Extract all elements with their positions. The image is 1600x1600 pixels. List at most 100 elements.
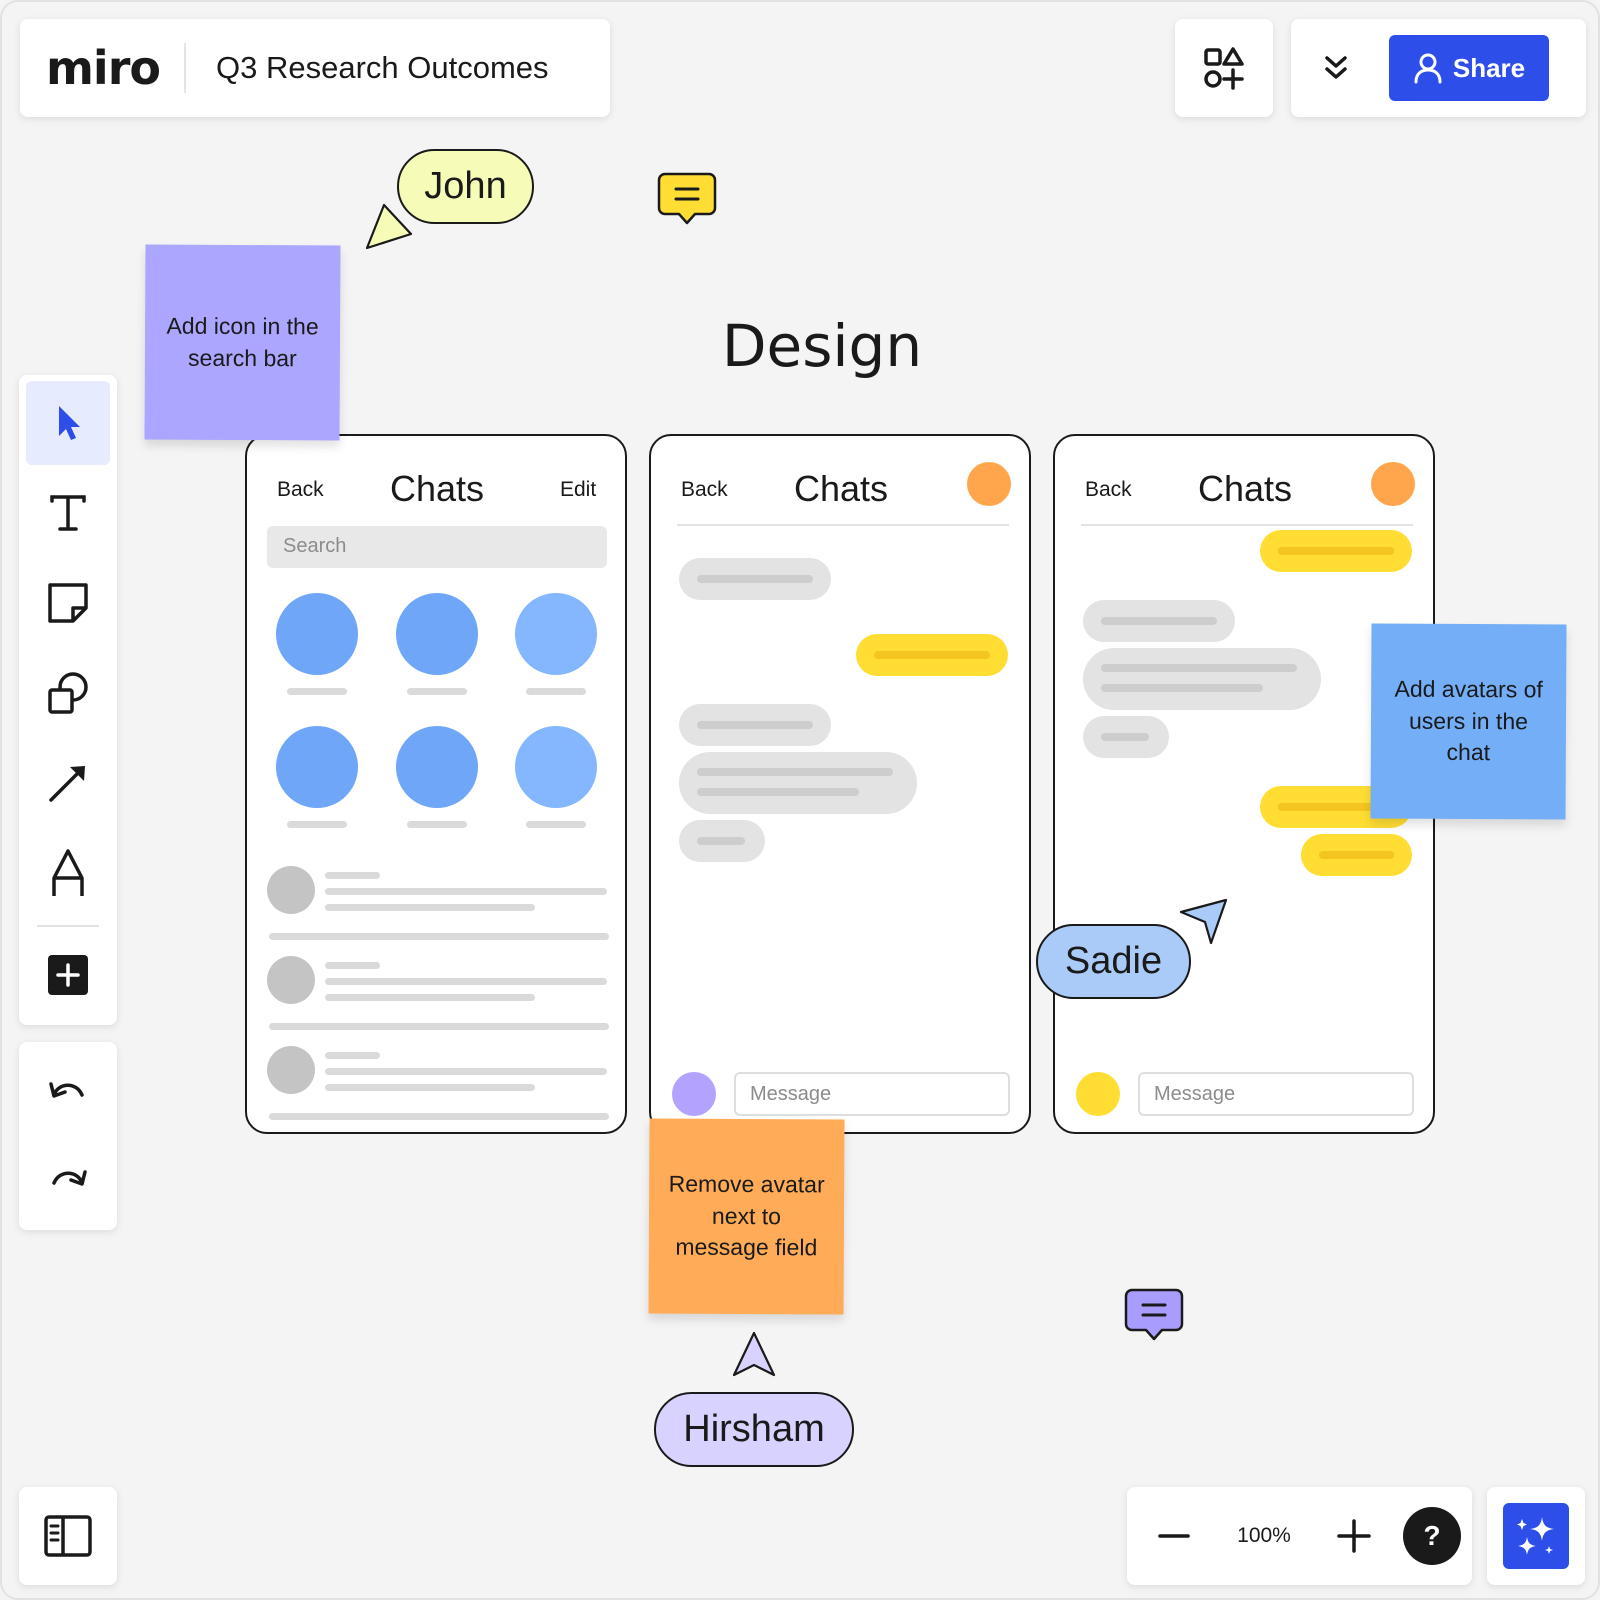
outgoing-message-bubble [1260,530,1412,572]
chat-avatar [267,1046,315,1094]
frame-heading[interactable]: Design [721,312,923,380]
chat-avatar [267,866,315,914]
user-icon [1414,53,1442,84]
contact-name-line [407,821,467,828]
undo-icon [49,1082,84,1098]
sticky-note-text: Add avatars of users in the chat [1394,675,1543,766]
pen-icon [52,849,84,896]
board-header: miro Q3 Research Outcomes [20,19,610,117]
phone-wireframe-conversation[interactable]: Back Chats Message [649,434,1031,1134]
redo-button[interactable] [26,1138,110,1222]
contact-name-line [287,821,347,828]
collaborator-cursor-icon [1179,898,1228,945]
contact-avatar [1371,462,1415,506]
chat-avatar [267,956,315,1004]
connection-line-tool[interactable] [26,741,110,825]
sticky-note[interactable]: Remove avatar next to message field [648,1118,845,1315]
user-avatar [672,1072,716,1116]
minus-icon [1158,1534,1190,1538]
message-field: Message [734,1072,1010,1116]
incoming-message-bubble [679,752,917,814]
header-divider [1081,524,1413,526]
shapes-apps-icon [1204,47,1244,90]
sticky-note-tool[interactable] [26,561,110,645]
contact-avatar [396,726,478,808]
collapse-toolbar-button[interactable] [1291,19,1381,117]
back-label: Back [681,478,728,501]
share-label: Share [1452,52,1526,83]
outgoing-message-bubble [856,634,1008,676]
chat-preview-line [325,888,607,895]
chat-name-line [325,962,380,969]
phone-wireframe-contacts[interactable]: Back Chats Edit Search [245,434,627,1134]
history-toolbar [19,1042,117,1230]
edit-label: Edit [560,478,597,501]
more-tools-button[interactable] [26,933,110,1017]
user-avatar [1076,1072,1120,1116]
incoming-message-bubble [1083,600,1235,642]
contact-name-line [526,688,586,695]
sticky-note-text: Add icon in the search bar [166,312,319,371]
zoom-out-button[interactable] [1139,1501,1209,1571]
incoming-message-bubble [679,558,831,600]
chats-title: Chats [794,468,889,509]
help-icon: ? [1423,1520,1441,1551]
apps-button[interactable] [1175,19,1273,117]
plus-icon [48,955,88,995]
sticky-note[interactable]: Add avatars of users in the chat [1370,623,1567,820]
list-divider [269,1023,609,1030]
text-icon [50,495,86,531]
contact-name-line [407,688,467,695]
side-panel-button[interactable] [19,1487,117,1585]
back-label: Back [1085,478,1132,501]
cursor-label-sadie: Sadie [1036,924,1191,999]
pen-tool[interactable] [26,831,110,915]
contact-avatar [396,593,478,675]
chat-preview-line [325,904,535,911]
chat-preview-line [325,1084,535,1091]
cursor-label-hirsham: Hirsham [654,1392,854,1467]
back-label: Back [277,478,324,501]
text-tool[interactable] [26,471,110,555]
sticky-note[interactable]: Add icon in the search bar [144,244,341,441]
contact-avatar [967,462,1011,506]
contact-name-line [526,821,586,828]
ai-assistant-panel [1487,1487,1585,1585]
arrow-line-icon [49,766,85,802]
board-title[interactable]: Q3 Research Outcomes [216,50,549,85]
side-panel-icon [44,1515,92,1557]
contact-avatar [515,593,597,675]
list-divider [269,1113,609,1120]
zoom-in-button[interactable] [1319,1501,1389,1571]
contact-avatar [515,726,597,808]
collaborator-cursor-icon [365,203,413,250]
redo-icon [52,1170,87,1186]
header-divider [677,524,1009,526]
help-button[interactable]: ? [1403,1507,1461,1565]
chat-preview-line [325,994,535,1001]
chat-preview-line [325,1068,607,1075]
shapes-tool[interactable] [26,651,110,735]
message-field: Message [1138,1072,1414,1116]
miro-logo[interactable]: miro [46,41,161,95]
ai-assistant-button[interactable] [1503,1503,1569,1569]
double-chevron-down-icon [1325,56,1347,79]
creation-toolbar [19,375,117,1025]
comment-icon[interactable] [657,172,717,228]
incoming-message-bubble [1083,716,1169,758]
contact-avatar [276,726,358,808]
search-bar: Search [267,526,607,568]
chats-title: Chats [1198,468,1293,509]
select-tool[interactable] [26,381,110,465]
header-divider [184,43,186,93]
sticky-note-text: Remove avatar next to message field [668,1170,825,1261]
list-divider [269,933,609,940]
incoming-message-bubble [679,704,831,746]
plus-icon [1337,1519,1371,1553]
comment-icon[interactable] [1124,1288,1184,1344]
chats-title: Chats [390,468,485,509]
undo-button[interactable] [26,1050,110,1134]
share-button[interactable]: Share [1389,35,1549,101]
zoom-level[interactable]: 100% [1237,1524,1291,1547]
